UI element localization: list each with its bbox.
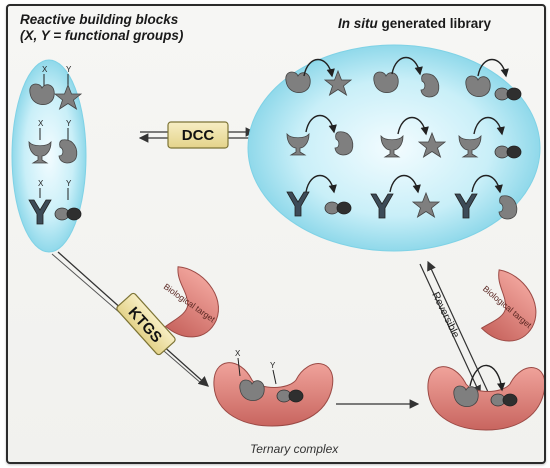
ternary-target-left <box>213 362 334 427</box>
reversible-label: Reversible <box>429 290 462 340</box>
ktgs-box-group: KTGS <box>116 292 176 356</box>
ternary-complex-label: Ternary complex <box>250 442 339 456</box>
ternary-y-line <box>272 369 277 385</box>
ternary-target-right <box>427 366 544 431</box>
building-blocks-title: Reactive building blocks(X, Y = function… <box>20 12 183 44</box>
building-blocks-blob <box>11 59 87 253</box>
ternary-x-line <box>237 357 241 377</box>
x-label-2: X <box>38 119 44 128</box>
figure-frame: Reactive building blocks(X, Y = function… <box>6 4 546 464</box>
ternary-complex-left: X Y <box>213 349 334 427</box>
library-title-rest: generated library <box>377 16 492 31</box>
dcc-label: DCC <box>182 127 215 144</box>
y-label-2: Y <box>66 119 72 128</box>
y-label-1: Y <box>66 65 72 74</box>
ternary-y-label: Y <box>270 361 276 370</box>
library-title: In situ generated library <box>338 16 491 31</box>
ternary-complex-right <box>427 364 544 431</box>
building-blocks-title-line1: Reactive building blocks <box>20 12 179 27</box>
reversible-up-arrow <box>427 260 489 393</box>
ktgs-box <box>116 292 176 356</box>
biological-target-right: Biological target <box>480 269 537 342</box>
diagram-canvas: X Y X Y X Y DCC <box>11 44 544 431</box>
x-label-1: X <box>42 65 48 74</box>
dcc-box <box>167 121 229 149</box>
x-label-3: X <box>38 179 44 188</box>
y-label-4: Y <box>66 179 72 188</box>
library-title-in-situ: In situ <box>338 16 378 31</box>
reversible-down-arrow <box>419 263 481 396</box>
building-blocks-title-line2: (X, Y = functional groups) <box>20 28 184 43</box>
ternary-x-label: X <box>235 349 241 358</box>
ternary-right-link <box>469 364 506 392</box>
